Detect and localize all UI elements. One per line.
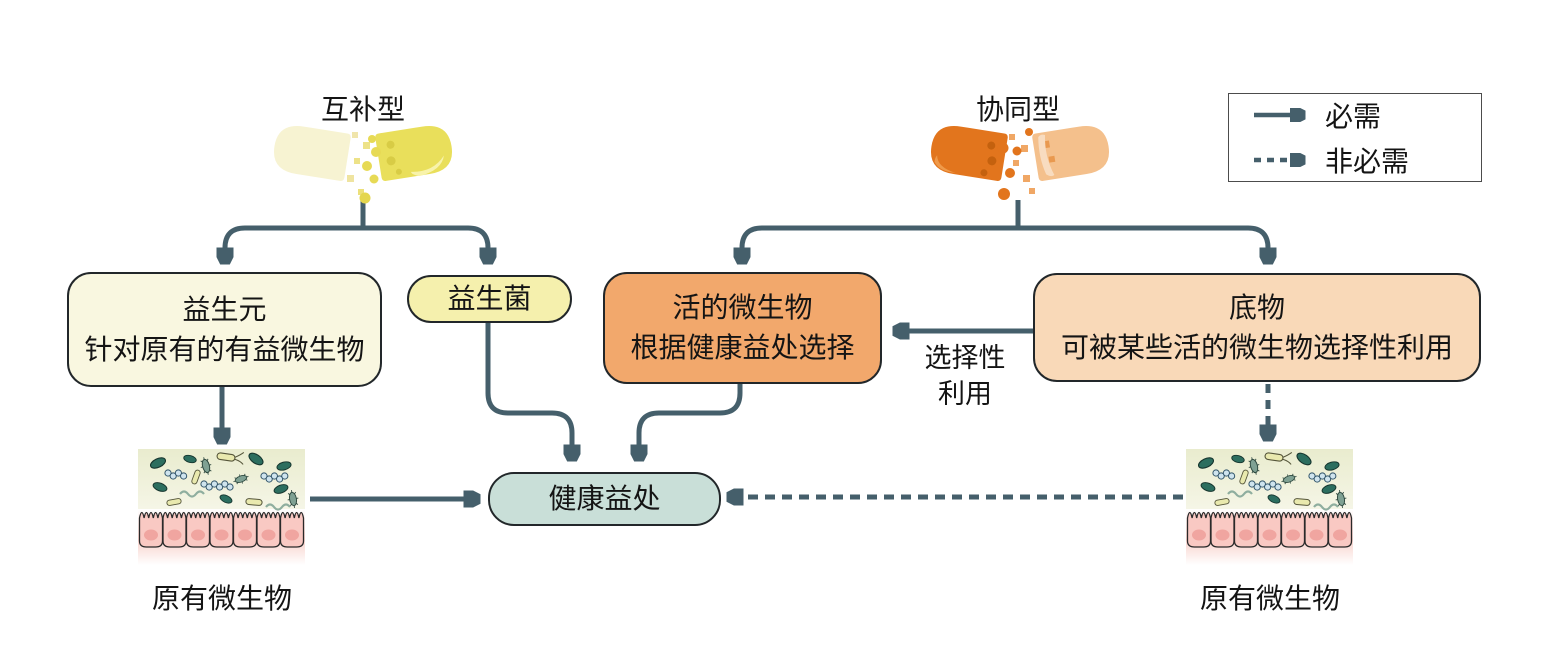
probiotic-to-health-arrow <box>485 319 572 448</box>
synergistic-title: 协同型 <box>975 94 1060 125</box>
probiotic-box: 益生菌 <box>407 275 572 323</box>
live-microbes-title: 活的微生物 <box>672 292 813 324</box>
substrate-box: 底物 可被某些活的微生物选择性利用 <box>1033 273 1481 382</box>
health-benefit-box: 健康益处 <box>488 472 721 526</box>
prebiotic-box: 益生元 针对原有的有益微生物 <box>67 272 382 387</box>
live-microbes-subtitle: 根据健康益处选择 <box>630 332 855 363</box>
live-microbes-box: 活的微生物 根据健康益处选择 <box>603 272 882 384</box>
legend-required-row: 必需 <box>1253 95 1481 135</box>
solid-arrow-icon <box>1254 108 1311 122</box>
microbiome-illustration-left <box>138 449 305 570</box>
synergistic-capsule-icon <box>925 118 1115 218</box>
substrate-subtitle: 可被某些活的微生物选择性利用 <box>1060 331 1453 363</box>
complementary-capsule-icon <box>268 118 458 218</box>
live-microbes-to-health-arrow <box>639 380 743 448</box>
legend: 必需 非必需 <box>1228 93 1482 182</box>
legend-not-required-row: 非必需 <box>1253 140 1481 180</box>
complementary-title: 互补型 <box>320 94 405 125</box>
legend-required-label: 必需 <box>1325 101 1382 132</box>
probiotic-label: 益生菌 <box>447 283 532 315</box>
selective-use-note: 选择性 利用 <box>924 343 1006 410</box>
health-benefit-label: 健康益处 <box>548 483 661 515</box>
substrate-title: 底物 <box>1228 291 1285 323</box>
native-microbes-label-left: 原有微生物 <box>151 583 292 614</box>
prebiotic-title: 益生元 <box>182 293 267 325</box>
microbiome-illustration-right <box>1186 449 1353 570</box>
native-microbes-label-right: 原有微生物 <box>1199 583 1340 614</box>
prebiotic-subtitle: 针对原有的有益微生物 <box>84 333 365 365</box>
legend-not-required-label: 非必需 <box>1325 146 1410 177</box>
dashed-arrow-icon <box>1254 153 1311 167</box>
